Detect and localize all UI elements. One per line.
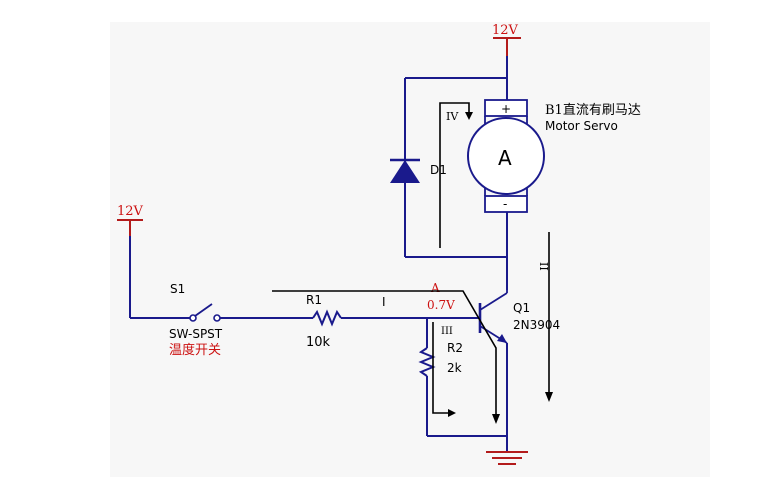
loop-iv-path (439, 102, 473, 248)
diode-label: D1 (430, 163, 447, 177)
r1-value: 10k (306, 335, 331, 350)
resistor-r1 (312, 309, 342, 327)
transistor-name: Q1 (513, 301, 530, 315)
r2-name: R2 (447, 341, 463, 355)
loop-iii-label: III (441, 326, 453, 337)
diode-d1 (390, 158, 420, 183)
transistor-part: 2N3904 (513, 318, 560, 332)
motor-subtitle: Motor Servo (545, 119, 618, 133)
motor-plus: + (501, 102, 511, 116)
loop-iii-path (432, 322, 456, 417)
vcc-left-symbol (117, 219, 143, 236)
ground-symbol (486, 451, 528, 465)
switch-note: 温度开关 (169, 342, 221, 358)
node-a-label: A (430, 281, 440, 295)
r2-value: 2k (447, 361, 462, 375)
vcc-left-label: 12V (117, 204, 144, 219)
current-i-label: I (382, 295, 386, 309)
vcc-top-label: 12V (492, 23, 519, 38)
loop-ii-path (545, 232, 553, 402)
motor-minus: - (503, 197, 507, 211)
switch-name: S1 (170, 282, 185, 296)
diagram-panel (110, 22, 710, 477)
resistor-r2 (418, 347, 436, 377)
loop-iv-label: IV (446, 110, 459, 123)
vcc-top-symbol (493, 37, 521, 56)
motor-name: B1直流有刷马达 (545, 103, 641, 118)
switch-s1 (189, 303, 221, 322)
switch-type: SW-SPST (169, 327, 223, 341)
motor-letter: A (498, 146, 512, 170)
node-voltage-label: 0.7V (427, 298, 455, 312)
loop-ii-label: II (537, 262, 550, 271)
r1-name: R1 (306, 293, 322, 307)
loop-i-path (272, 290, 500, 424)
